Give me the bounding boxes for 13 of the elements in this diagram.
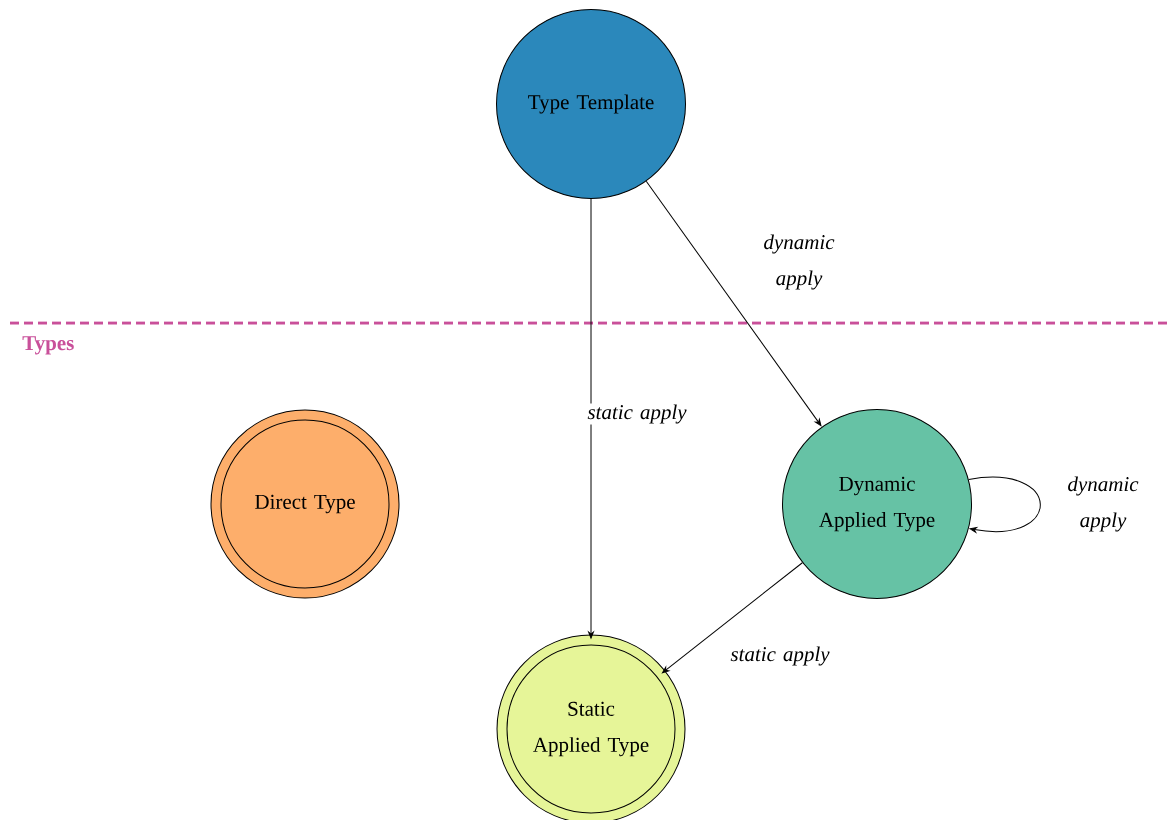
circle-state: Dynamic Applied Type bbox=[782, 409, 972, 599]
edge-label: dynamic apply bbox=[743, 233, 855, 291]
edge-label: static apply bbox=[724, 645, 836, 667]
double-circle-state: Static Applied Type bbox=[496, 634, 686, 820]
arrow bbox=[645, 180, 822, 427]
arrow bbox=[661, 562, 803, 674]
edge-label: dynamic apply bbox=[1047, 475, 1159, 533]
region-label: Types bbox=[22, 336, 74, 355]
double-circle-state: Direct Type bbox=[210, 409, 400, 599]
circle-state: Type Template bbox=[496, 9, 686, 199]
edge-label: static apply bbox=[581, 403, 693, 425]
arrow bbox=[968, 476, 1041, 533]
arrow bbox=[588, 198, 594, 639]
